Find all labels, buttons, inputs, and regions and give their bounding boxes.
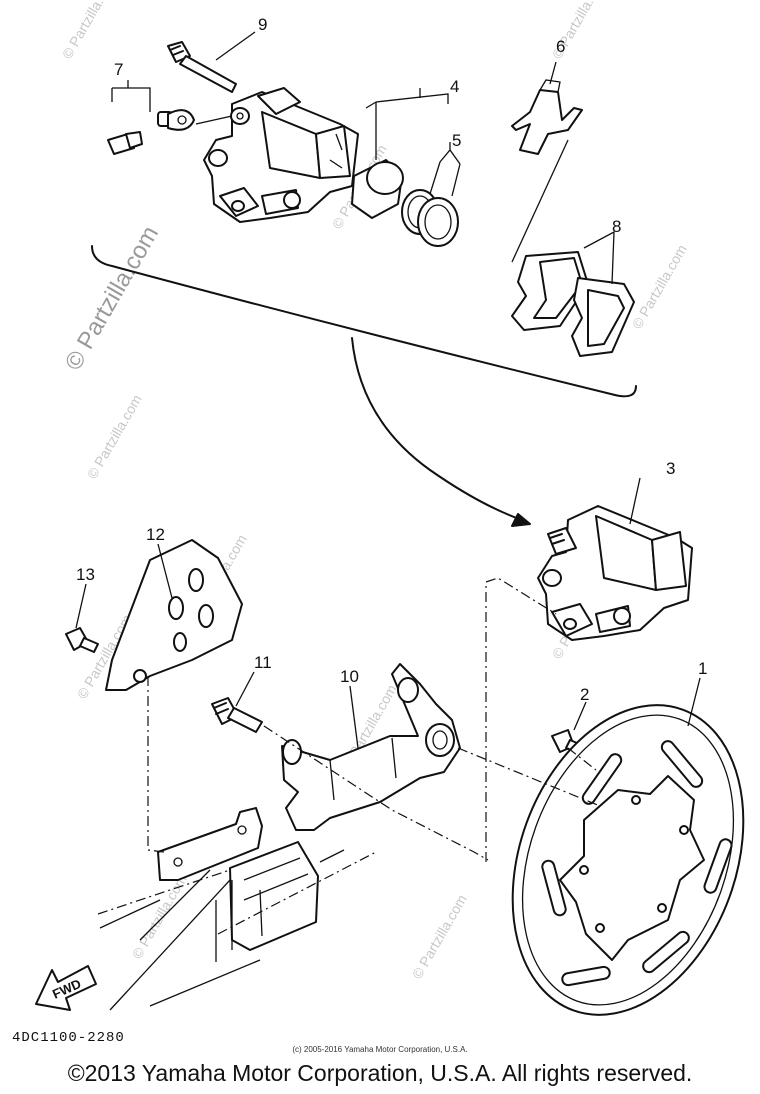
part-12-chain-guard — [105, 539, 243, 691]
callout-9[interactable]: 9 — [258, 15, 267, 34]
part-8-brake-pads — [511, 230, 635, 357]
callout-1[interactable]: 1 — [698, 659, 707, 678]
part-7-bleed-screw — [107, 80, 233, 155]
fwd-arrow-shape — [35, 965, 97, 1011]
alignment-lines — [97, 577, 601, 935]
part-9-slide-pin — [167, 31, 256, 93]
callout-13[interactable]: 13 — [76, 565, 95, 584]
small-copyright: (c) 2005-2016 Yamaha Motor Corporation, … — [292, 1045, 468, 1054]
callout-6[interactable]: 6 — [556, 37, 565, 56]
part-4-piston — [351, 88, 449, 219]
watermark-text-large: © Partzilla.com — [60, 221, 164, 375]
part-11-bolt — [211, 671, 263, 733]
callout-5[interactable]: 5 — [452, 131, 461, 150]
callout-7[interactable]: 7 — [114, 60, 123, 79]
assembly-arrowhead — [511, 513, 531, 527]
part-5-seals — [401, 142, 461, 247]
part-10-caliper-bracket — [281, 663, 461, 831]
watermark-text: © Partzilla.com — [59, 0, 120, 62]
part-13-bolt — [65, 583, 99, 653]
callout-11[interactable]: 11 — [254, 653, 272, 672]
callout-2[interactable]: 2 — [580, 685, 589, 704]
caliper-body-exploded — [203, 87, 359, 223]
group-bracket — [91, 245, 637, 398]
swingarm-mount — [99, 807, 345, 1011]
callout-8[interactable]: 8 — [612, 217, 621, 236]
watermark-text: © Partzilla.com — [409, 892, 470, 982]
diagram-code: 4DC1100-2280 — [12, 1030, 125, 1046]
footer-copyright: ©2013 Yamaha Motor Corporation, U.S.A. A… — [67, 1060, 693, 1086]
callout-4[interactable]: 4 — [450, 77, 459, 96]
watermark-text: © Partzilla.com — [629, 242, 690, 332]
callout-3[interactable]: 3 — [666, 459, 675, 478]
callout-12[interactable]: 12 — [146, 525, 165, 544]
callout-10[interactable]: 10 — [340, 667, 359, 686]
watermark-text: © Partzilla.com — [84, 392, 145, 482]
part-6-pad-spring — [511, 61, 583, 263]
fwd-arrow[interactable]: FWD — [35, 965, 97, 1011]
part-3-caliper-assembly — [537, 477, 693, 641]
watermark-text: © Partzilla.com — [129, 872, 190, 962]
part-1-brake-disc — [511, 677, 745, 1016]
assembly-arrow — [351, 337, 523, 521]
callout-layer: 9 7 4 5 6 8 3 12 13 11 10 2 1 — [76, 15, 707, 704]
